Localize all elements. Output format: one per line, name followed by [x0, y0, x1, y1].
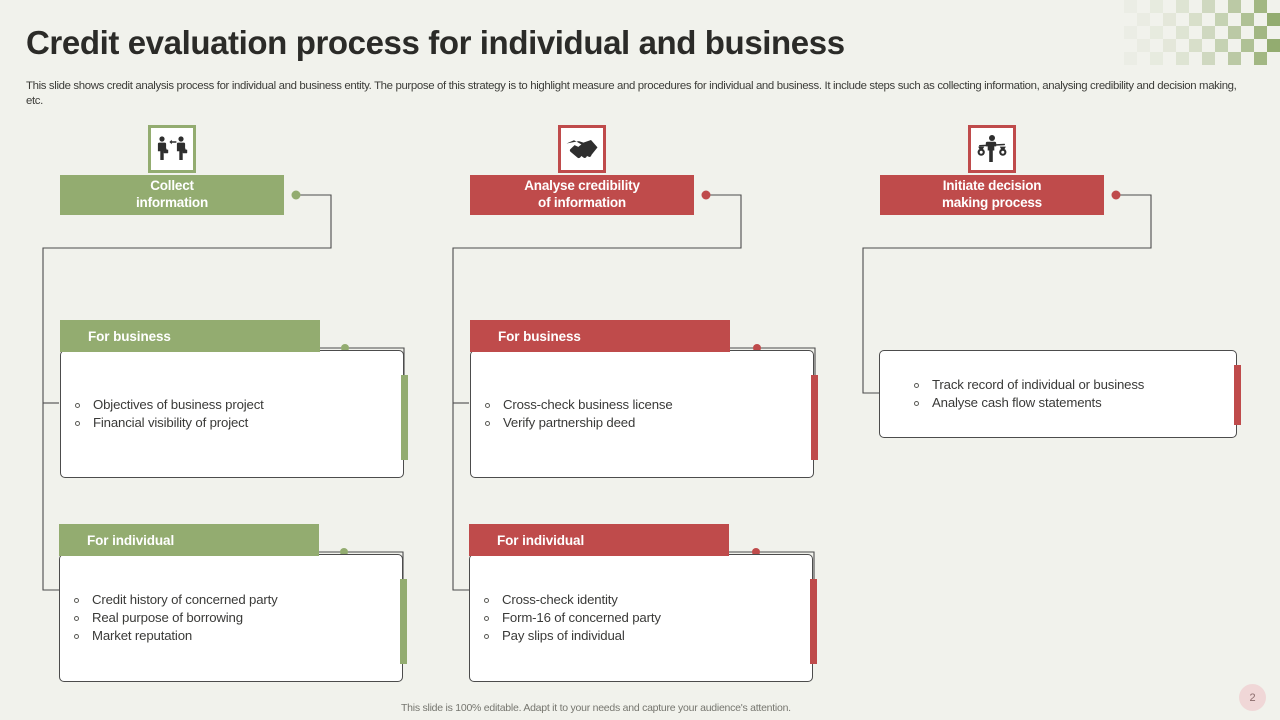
page-title: Credit evaluation process for individual… — [26, 24, 845, 61]
bullet-list: Cross-check identity Form-16 of concerne… — [470, 591, 812, 645]
stage-header-initiate-decision-making[interactable]: Initiate decision making process — [880, 175, 1104, 215]
stage-header-line1: Collect — [150, 178, 194, 193]
list-item: Verify partnership deed — [471, 414, 813, 432]
list-item: Credit history of concerned party — [60, 591, 402, 609]
checker-cell — [1163, 13, 1176, 26]
card-body: Objectives of business project Financial… — [60, 350, 404, 478]
list-item: Cross-check identity — [470, 591, 812, 609]
connector-dot — [701, 190, 711, 200]
stage-header-analyse-credibility[interactable]: Analyse credibility of information — [470, 175, 694, 215]
two-businesspeople-exchange-icon — [148, 125, 196, 173]
handshake-icon — [558, 125, 606, 173]
list-item: Pay slips of individual — [470, 627, 812, 645]
footer-note: This slide is 100% editable. Adapt it to… — [401, 702, 791, 714]
card-body: Credit history of concerned party Real p… — [59, 554, 403, 682]
checker-cell — [1124, 0, 1137, 13]
bullet-list: Track record of individual or business A… — [880, 376, 1236, 412]
column-analyse-credibility: Analyse credibility of information For b… — [410, 0, 830, 720]
connector-dot — [291, 190, 301, 200]
card-label-for-individual: For individual — [59, 524, 319, 556]
checkered-decoration — [1124, 0, 1280, 68]
card-accent-bar — [401, 375, 408, 460]
checker-cell — [1254, 52, 1267, 65]
checker-cell — [1150, 0, 1163, 13]
list-item: Track record of individual or business — [900, 376, 1236, 394]
checker-cell — [1150, 26, 1163, 39]
checker-cell — [1150, 52, 1163, 65]
page-subtitle: This slide shows credit analysis process… — [26, 80, 1237, 107]
checker-cell — [1267, 39, 1280, 52]
column-collect-information: Collect information For business Objecti… — [0, 0, 420, 720]
stage-header-collect-information[interactable]: Collect information — [60, 175, 284, 215]
list-item: Form-16 of concerned party — [470, 609, 812, 627]
card-accent-bar — [1234, 365, 1241, 425]
person-holding-scales-icon — [968, 125, 1016, 173]
checker-cell — [1137, 39, 1150, 52]
checker-cell — [1241, 39, 1254, 52]
card-accent-bar — [811, 375, 818, 460]
checker-cell — [1228, 26, 1241, 39]
card-body: Cross-check business license Verify part… — [470, 350, 814, 478]
checker-cell — [1176, 26, 1189, 39]
column-initiate-decision-making: Initiate decision making process Track r… — [820, 0, 1241, 720]
checker-cell — [1228, 0, 1241, 13]
bullet-list: Cross-check business license Verify part… — [471, 396, 813, 432]
stage-header-line2: information — [135, 195, 209, 210]
checker-cell — [1228, 52, 1241, 65]
stage-header-line2: of information — [538, 195, 626, 210]
checker-cell — [1163, 39, 1176, 52]
stage-header-line1: Analyse credibility — [524, 178, 640, 193]
checker-cell — [1202, 52, 1215, 65]
card-accent-bar — [400, 579, 407, 664]
checker-cell — [1202, 0, 1215, 13]
card-label-for-individual: For individual — [469, 524, 729, 556]
checker-cell — [1189, 39, 1202, 52]
checker-cell — [1189, 13, 1202, 26]
stage-header-line1: Initiate decision — [942, 178, 1042, 193]
card-body: Track record of individual or business A… — [879, 350, 1237, 438]
card-label-for-business: For business — [60, 320, 320, 352]
page-number-badge: 2 — [1239, 684, 1266, 711]
list-item: Real purpose of borrowing — [60, 609, 402, 627]
connector-dot — [1111, 190, 1121, 200]
list-item: Cross-check business license — [471, 396, 813, 414]
card-label-for-business: For business — [470, 320, 730, 352]
checker-cell — [1176, 52, 1189, 65]
checker-cell — [1215, 13, 1228, 26]
checker-cell — [1202, 26, 1215, 39]
list-item: Financial visibility of project — [61, 414, 403, 432]
checker-cell — [1254, 26, 1267, 39]
list-item: Market reputation — [60, 627, 402, 645]
checker-cell — [1267, 13, 1280, 26]
stage-header-line2: making process — [942, 195, 1042, 210]
checker-cell — [1124, 52, 1137, 65]
checker-cell — [1215, 39, 1228, 52]
list-item: Analyse cash flow statements — [900, 394, 1236, 412]
card-body: Cross-check identity Form-16 of concerne… — [469, 554, 813, 682]
checker-cell — [1254, 0, 1267, 13]
checker-cell — [1176, 0, 1189, 13]
checker-cell — [1137, 13, 1150, 26]
bullet-list: Credit history of concerned party Real p… — [60, 591, 402, 645]
list-item: Objectives of business project — [61, 396, 403, 414]
card-accent-bar — [810, 579, 817, 664]
checker-cell — [1241, 13, 1254, 26]
checker-cell — [1124, 26, 1137, 39]
bullet-list: Objectives of business project Financial… — [61, 396, 403, 432]
